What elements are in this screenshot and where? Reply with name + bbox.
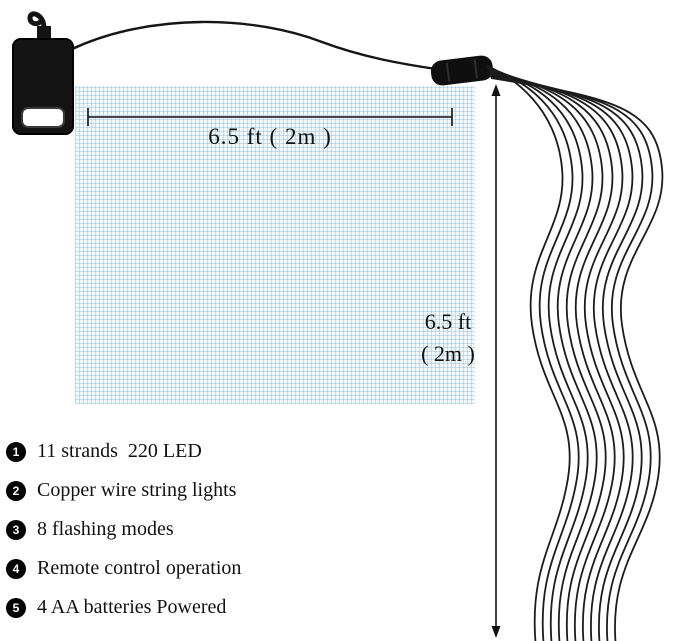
list-item: 2 Copper wire string lights bbox=[6, 479, 241, 502]
list-item: 1 11 strands 220 LED bbox=[6, 440, 241, 463]
light-strand bbox=[490, 77, 664, 641]
bullet-number-icon: 1 bbox=[6, 441, 26, 462]
bullet-number-icon: 4 bbox=[6, 558, 26, 579]
light-strand bbox=[490, 74, 644, 641]
battery-pack bbox=[12, 38, 74, 135]
battery-switch-window bbox=[21, 107, 65, 128]
width-dimension-line bbox=[87, 108, 453, 126]
light-strand bbox=[488, 69, 607, 641]
feature-text: 8 flashing modes bbox=[37, 518, 174, 540]
feature-text: 11 strands 220 LED bbox=[37, 440, 202, 462]
mesh-curtain-panel bbox=[75, 86, 475, 404]
light-strands bbox=[486, 65, 664, 641]
feature-text: Copper wire string lights bbox=[37, 479, 237, 501]
light-strand bbox=[489, 72, 625, 641]
height-dimension-value: 6.5 ft bbox=[424, 309, 472, 334]
list-item: 5 4 AA batteries Powered bbox=[6, 596, 241, 619]
list-item: 4 Remote control operation bbox=[6, 557, 241, 580]
lead-wire bbox=[69, 20, 437, 71]
feature-text: 4 AA batteries Powered bbox=[37, 596, 227, 618]
light-strand bbox=[489, 73, 634, 641]
light-strand bbox=[486, 65, 571, 641]
controller-block bbox=[430, 55, 493, 86]
height-dimension-metric: ( 2m ) bbox=[421, 340, 475, 366]
feature-list: 1 11 strands 220 LED 2 Copper wire strin… bbox=[6, 440, 241, 619]
bullet-number-icon: 2 bbox=[6, 480, 26, 501]
feature-text: Remote control operation bbox=[37, 557, 242, 579]
height-dimension-label: 6.5 ft ( 2m ) bbox=[405, 306, 491, 370]
light-strand bbox=[487, 66, 580, 641]
bullet-number-icon: 3 bbox=[6, 519, 26, 540]
height-dimension-arrow bbox=[491, 84, 501, 638]
width-dimension-label: 6.5 ft ( 2m ) bbox=[208, 124, 332, 149]
light-strand bbox=[487, 68, 598, 641]
list-item: 3 8 flashing modes bbox=[6, 518, 241, 541]
bullet-number-icon: 5 bbox=[6, 597, 26, 618]
light-strand bbox=[488, 71, 616, 641]
light-strand bbox=[487, 67, 589, 641]
light-strand bbox=[490, 75, 654, 641]
